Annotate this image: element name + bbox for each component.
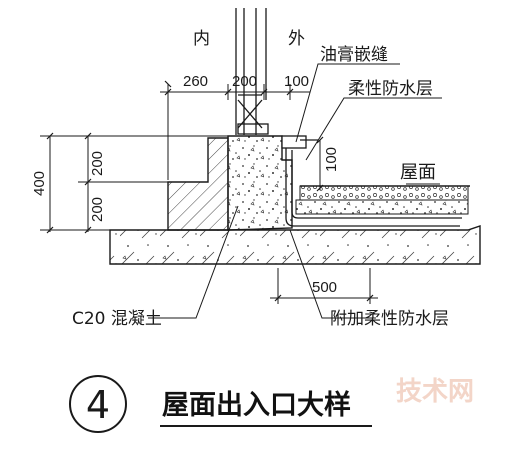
label-roof-surface: 屋面 bbox=[400, 162, 436, 183]
asphalt-joint-detail bbox=[281, 135, 462, 227]
label-outer: 外 bbox=[288, 29, 305, 49]
dim-400: 400 bbox=[31, 171, 48, 196]
dim-500: 500 bbox=[312, 279, 337, 296]
dim-100-side: 100 bbox=[323, 147, 340, 172]
title-number: 4 bbox=[86, 383, 110, 427]
drawing-title: 屋面出入口大样 bbox=[162, 389, 351, 421]
roof-layer-gravel bbox=[299, 185, 469, 201]
dimension-lines bbox=[40, 80, 378, 304]
watermark: 技术网 bbox=[396, 377, 474, 407]
title-number-circle bbox=[69, 375, 127, 433]
dim-260: 260 bbox=[183, 73, 208, 90]
dim-200-top: 200 bbox=[232, 73, 257, 90]
inner-step-base bbox=[167, 137, 229, 231]
dim-200-b: 200 bbox=[89, 197, 106, 222]
dim-100-top: 100 bbox=[284, 73, 309, 90]
concrete-threshold bbox=[227, 135, 293, 231]
label-flexible-waterproof: 柔性防水层 bbox=[348, 79, 433, 99]
dim-200-a: 200 bbox=[89, 151, 106, 176]
label-concrete: C20 混凝土 bbox=[72, 309, 162, 329]
label-additional-waterproof: 附加柔性防水层 bbox=[330, 309, 449, 329]
label-inner: 内 bbox=[193, 29, 210, 49]
label-asphalt-joint: 油膏嵌缝 bbox=[320, 44, 388, 65]
roof-layer-screed bbox=[295, 199, 469, 215]
leader-lines bbox=[148, 63, 442, 319]
door-frame bbox=[235, 8, 269, 135]
